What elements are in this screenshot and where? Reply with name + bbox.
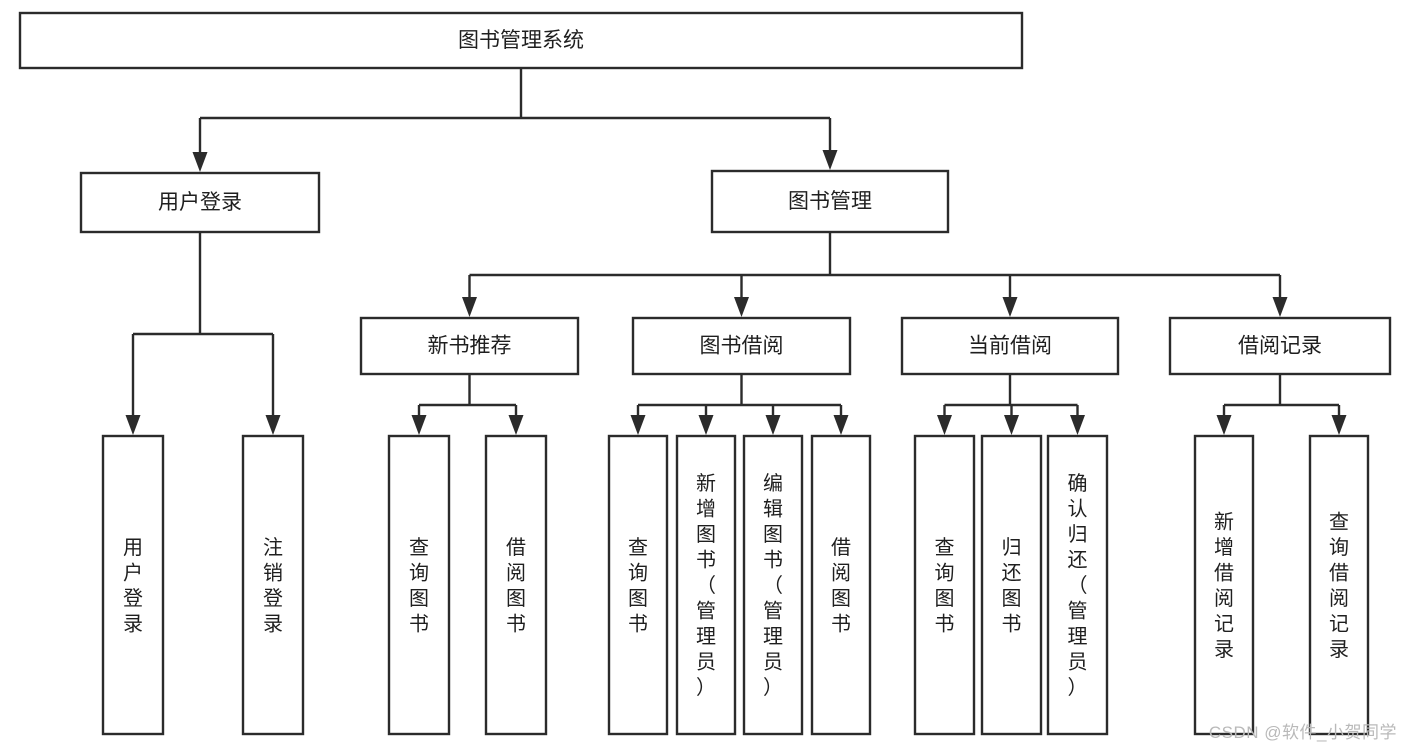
node-box-book-borrow <box>631 316 852 376</box>
node-new-book-rec[interactable]: 新书推荐 <box>359 316 580 376</box>
edge-group-root <box>192 68 838 172</box>
node-box-leaf-edit-book-admin <box>742 434 804 736</box>
arrow-head-icon <box>1272 297 1288 317</box>
node-current-borrow[interactable]: 当前借阅 <box>900 316 1120 376</box>
node-box-leaf-query-book-2 <box>607 434 669 736</box>
node-label-root: 图书管理系统 <box>458 29 584 52</box>
node-leaf-add-book-admin[interactable]: 新增图书（管理员） <box>675 434 737 736</box>
node-label-leaf-confirm-return-admin: 确认归还（管理员） <box>1068 472 1088 699</box>
arrow-head-icon <box>630 415 646 435</box>
arrow-head-icon <box>1002 297 1018 317</box>
node-leaf-query-borrow-record[interactable]: 查询借阅记录 <box>1308 434 1370 736</box>
node-leaf-user-logout[interactable]: 注销登录 <box>241 434 305 736</box>
node-label-book-manage: 图书管理 <box>788 190 872 213</box>
arrow-head-icon <box>822 150 838 170</box>
node-label-leaf-query-borrow-record: 查询借阅记录 <box>1329 510 1349 661</box>
node-box-user-login <box>79 171 321 234</box>
arrow-head-icon <box>125 415 141 435</box>
node-label-leaf-edit-book-admin: 编辑图书（管理员） <box>763 472 783 699</box>
node-label-leaf-add-borrow-record: 新增借阅记录 <box>1214 510 1234 661</box>
node-layer: 图书管理系统用户登录图书管理新书推荐图书借阅当前借阅借阅记录用户登录注销登录查询… <box>18 11 1392 736</box>
node-box-leaf-confirm-return-admin <box>1046 434 1109 736</box>
node-label-new-book-rec: 新书推荐 <box>428 335 512 358</box>
arrow-head-icon <box>833 415 849 435</box>
arrow-head-icon <box>1070 415 1085 435</box>
node-box-leaf-query-book-1 <box>387 434 451 736</box>
node-book-borrow[interactable]: 图书借阅 <box>631 316 852 376</box>
node-leaf-query-book-1[interactable]: 查询图书 <box>387 434 451 736</box>
arrow-head-icon <box>192 152 208 172</box>
node-box-leaf-borrow-book-1 <box>484 434 548 736</box>
csdn-watermark: CSDN @软件_小贺同学 <box>1208 723 1397 742</box>
node-label-leaf-query-book-1: 查询图书 <box>409 536 429 636</box>
arrow-head-icon <box>1004 415 1019 435</box>
node-leaf-user-login[interactable]: 用户登录 <box>101 434 165 736</box>
node-leaf-confirm-return-admin[interactable]: 确认归还（管理员） <box>1046 434 1109 736</box>
node-borrow-record[interactable]: 借阅记录 <box>1168 316 1392 376</box>
node-label-leaf-borrow-book-2: 借阅图书 <box>831 536 851 636</box>
node-leaf-return-book[interactable]: 归还图书 <box>980 434 1043 736</box>
edge-group-new-book-rec <box>411 374 524 435</box>
edge-group-user-login <box>125 232 281 435</box>
arrow-head-icon <box>508 415 524 435</box>
node-box-root <box>18 11 1024 70</box>
node-label-leaf-query-book-3: 查询图书 <box>935 536 955 636</box>
node-label-leaf-return-book: 归还图书 <box>1002 536 1022 636</box>
node-leaf-add-borrow-record[interactable]: 新增借阅记录 <box>1193 434 1255 736</box>
edge-group-borrow-record <box>1216 374 1347 435</box>
node-box-current-borrow <box>900 316 1120 376</box>
arrow-head-icon <box>698 415 714 435</box>
edge-group-book-borrow <box>630 374 849 435</box>
node-root[interactable]: 图书管理系统 <box>18 11 1024 70</box>
node-box-borrow-record <box>1168 316 1392 376</box>
arrow-head-icon <box>1331 415 1347 435</box>
connector-layer <box>125 68 1347 435</box>
node-label-leaf-user-login: 用户登录 <box>123 537 143 636</box>
node-label-book-borrow: 图书借阅 <box>700 335 784 358</box>
arrow-head-icon <box>462 297 477 317</box>
node-leaf-query-book-2[interactable]: 查询图书 <box>607 434 669 736</box>
node-label-user-login: 用户登录 <box>158 191 242 214</box>
arrow-head-icon <box>937 415 952 435</box>
arrow-head-icon <box>411 415 427 435</box>
arrow-head-icon <box>734 297 749 317</box>
node-label-leaf-add-book-admin: 新增图书（管理员） <box>696 472 716 699</box>
edge-group-current-borrow <box>937 374 1085 435</box>
edge-group-book-manage <box>462 232 1288 317</box>
node-box-new-book-rec <box>359 316 580 376</box>
node-label-current-borrow: 当前借阅 <box>968 335 1052 358</box>
node-box-leaf-query-book-3 <box>913 434 976 736</box>
node-box-leaf-user-logout <box>241 434 305 736</box>
node-box-leaf-return-book <box>980 434 1043 736</box>
node-box-leaf-query-borrow-record <box>1308 434 1370 736</box>
node-leaf-query-book-3[interactable]: 查询图书 <box>913 434 976 736</box>
node-label-borrow-record: 借阅记录 <box>1238 335 1322 358</box>
node-leaf-borrow-book-2[interactable]: 借阅图书 <box>810 434 872 736</box>
node-label-leaf-user-logout: 注销登录 <box>263 536 283 636</box>
node-box-book-manage <box>710 169 950 234</box>
node-book-manage[interactable]: 图书管理 <box>710 169 950 234</box>
arrow-head-icon <box>765 415 781 435</box>
node-leaf-borrow-book-1[interactable]: 借阅图书 <box>484 434 548 736</box>
node-label-leaf-borrow-book-1: 借阅图书 <box>506 536 526 636</box>
node-box-leaf-borrow-book-2 <box>810 434 872 736</box>
node-leaf-edit-book-admin[interactable]: 编辑图书（管理员） <box>742 434 804 736</box>
arrow-head-icon <box>265 415 281 435</box>
node-user-login[interactable]: 用户登录 <box>79 171 321 234</box>
arrow-head-icon <box>1216 415 1232 435</box>
node-box-leaf-add-borrow-record <box>1193 434 1255 736</box>
node-label-leaf-query-book-2: 查询图书 <box>628 536 648 636</box>
node-box-leaf-add-book-admin <box>675 434 737 736</box>
node-box-leaf-user-login <box>101 434 165 736</box>
